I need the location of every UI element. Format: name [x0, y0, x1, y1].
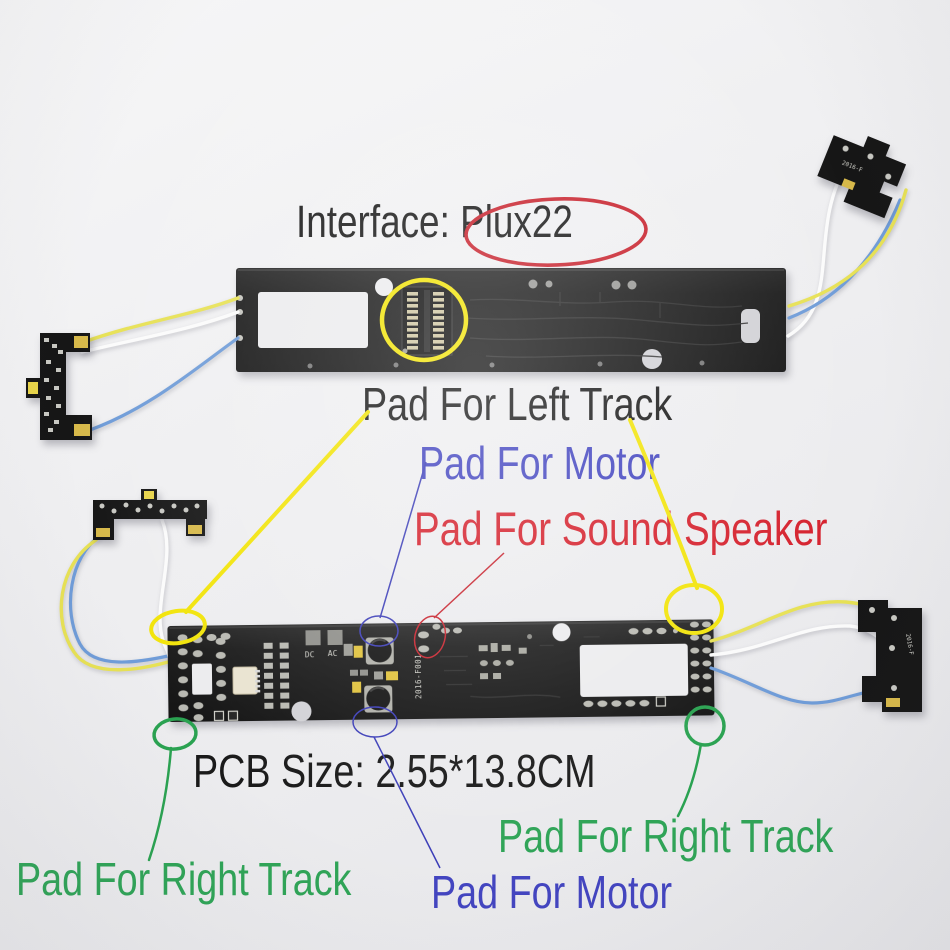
pcb-size-label: PCB Size: 2.55*13.8CM [193, 745, 596, 797]
top-board-edge-highlight [238, 269, 784, 271]
right-light-board-top: 2016-F [817, 135, 907, 219]
left-light-board-bottom [93, 489, 207, 540]
top-left-wires [80, 296, 240, 432]
left-track-callout-line-right [628, 418, 699, 590]
blue-wire [88, 336, 240, 432]
connector-highlight-ellipse [379, 277, 469, 363]
speaker-pad-ellipse [413, 615, 447, 659]
right-track-callout-line-left [147, 746, 173, 862]
top-board-pad-dots [528, 279, 637, 290]
middle-pad-cluster [478, 634, 533, 680]
bottom-board-slot [191, 663, 213, 695]
interface-label: Interface: Plux22 [296, 196, 573, 247]
top-right-wires [786, 160, 908, 338]
yellow-wire [82, 296, 240, 344]
bottom-board-body [167, 619, 715, 722]
motor-pad-ellipse-top [359, 615, 399, 647]
power-components [343, 637, 399, 713]
white-wire [80, 310, 240, 354]
bottom-board-hole-mid [552, 623, 571, 642]
speaker-pads [418, 623, 462, 653]
top-board-body [236, 268, 786, 372]
motor-pad-ellipse-bottom [352, 706, 398, 738]
harness-connector [232, 666, 261, 695]
left-track-callout-line-left [184, 410, 370, 614]
yellow-wire [59, 538, 170, 672]
bottom-pcb-board: DC AC [167, 619, 715, 722]
speaker-callout-line [433, 552, 505, 619]
bottom-left-outlined-pads [213, 710, 239, 722]
yellow-wire [787, 188, 908, 308]
pad-motor-top-label: Pad For Motor [419, 437, 661, 489]
white-wire [709, 624, 890, 657]
motor-callout-line-bottom [373, 736, 441, 869]
white-wire [786, 160, 850, 338]
outlined-pad [655, 696, 667, 707]
ac-label: AC [328, 649, 338, 658]
pad-left-track-label: Pad For Left Track [362, 378, 673, 430]
dc-label: DC [305, 650, 315, 659]
bottom-board-traces [439, 636, 600, 698]
pad-right-track-right-label: Pad For Right Track [498, 810, 834, 862]
blue-wire [68, 534, 170, 664]
blue-wire [787, 198, 902, 320]
motor-callout-line-top [379, 461, 427, 619]
top-board-edge-dots [307, 360, 705, 369]
right-track-callout-line-right [676, 742, 703, 818]
left-track-pad-columns [177, 632, 231, 722]
top-pcb-board [236, 268, 786, 372]
right-track-pad-columns [583, 621, 712, 708]
plux22-connector [401, 286, 453, 356]
bottom-board-cutout [579, 643, 689, 697]
top-board-slot [741, 309, 760, 343]
pad-right-track-left-label: Pad For Right Track [16, 853, 352, 905]
solder-pad [886, 698, 900, 707]
solder-pad [74, 424, 90, 436]
led [28, 382, 38, 394]
top-board-hole-right [642, 349, 662, 369]
top-board-traces [465, 292, 749, 358]
part-number-silkscreen: 2016-F001 [414, 654, 424, 699]
light-board-silkscreen: 2016-F [904, 633, 915, 656]
top-board-cutout [258, 292, 368, 348]
solder-pad [188, 525, 202, 534]
dip-pad-columns [263, 642, 290, 709]
right-track-pad-ellipse-right [684, 705, 726, 747]
light-board-pads [44, 338, 63, 432]
right-track-pad-ellipse-left [152, 717, 198, 751]
left-track-pad-ellipse-right [664, 583, 724, 635]
bottom-board-hole-left [291, 701, 312, 722]
left-track-pad-ellipse [149, 608, 207, 646]
dc-ac-pads: DC AC [305, 629, 343, 659]
pad-sound-speaker-label: Pad For Sound Speaker [414, 502, 828, 555]
top-board-hole-left [375, 278, 393, 296]
pad-motor-bottom-label: Pad For Motor [431, 866, 673, 918]
plux22-highlight-ellipse [464, 197, 648, 267]
left-light-board-top [26, 333, 92, 440]
solder-pad [96, 528, 110, 537]
right-light-board-bottom: 2016-F [858, 600, 922, 712]
light-board-pads [99, 502, 200, 514]
led [144, 491, 154, 499]
solder-pad [74, 336, 88, 348]
